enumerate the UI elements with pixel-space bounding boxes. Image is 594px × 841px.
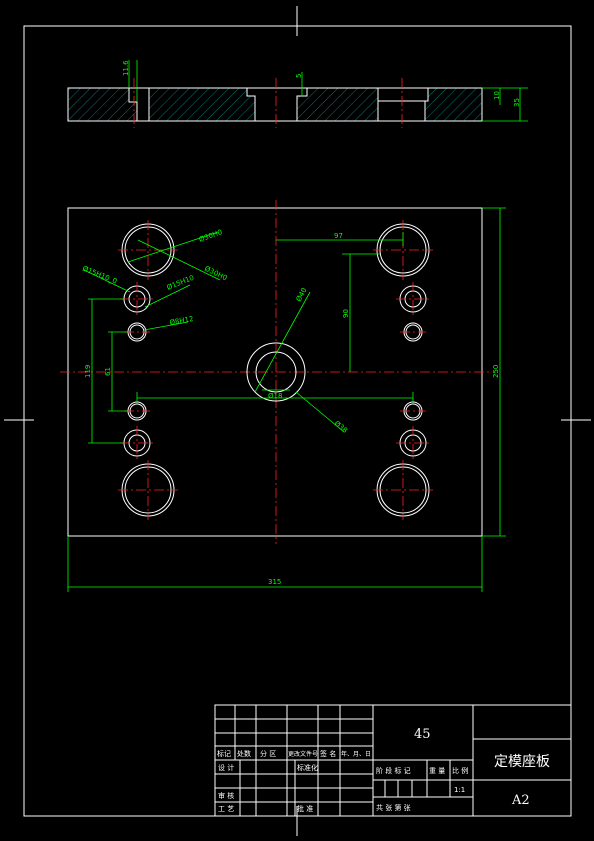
dim-d-small-left: Ø8H12 xyxy=(169,315,194,327)
dim-v-90: 90 xyxy=(342,309,350,318)
locating-hole-inner xyxy=(255,351,297,393)
dim-side-h1: 11.6 xyxy=(122,60,130,76)
dim-v-119: 119 xyxy=(84,365,92,378)
tb-r-process: 工 艺 xyxy=(218,805,234,813)
inner-frame xyxy=(23,25,572,817)
dim-d-upper-left: Ø30H0 xyxy=(198,228,223,244)
locating-hole-outer xyxy=(246,342,306,402)
tb-r-approve: 批 准 xyxy=(297,804,313,813)
dim-d-center-a: Ø40 xyxy=(295,286,309,302)
dim-d-upper-left-b: Ø30H0 xyxy=(203,265,228,283)
tb-r-check: 审 核 xyxy=(218,791,234,800)
tb-r-design: 设 计 xyxy=(218,763,234,772)
dim-d-center-b: Ø38 xyxy=(333,419,349,434)
tb-h-count: 处数 xyxy=(237,749,251,758)
section-view: 11.6 5 10 35 xyxy=(67,60,528,128)
tb-h-mark: 标记 xyxy=(217,749,231,758)
tb-r-std: 标准化 xyxy=(297,763,318,772)
plate-outline xyxy=(67,207,483,537)
dim-d-mid-left-b: Ø15H10 xyxy=(166,274,196,292)
center-marks xyxy=(4,6,591,836)
tb-c-ratio: 比 例 xyxy=(452,766,468,775)
dim-side-h4: 35 xyxy=(513,98,521,107)
tb-drawing-no: A2 xyxy=(511,793,530,808)
dim-side-h2: 5 xyxy=(295,74,303,78)
screw-holes xyxy=(123,285,427,457)
top-view: Ø30H0 Ø30H0 Ø15H10_0 Ø15H10 Ø8H12 Ø40 Ø3… xyxy=(60,200,506,592)
tb-scale: 1:1 xyxy=(454,786,465,794)
tb-part-name: 定模座板 xyxy=(494,754,550,770)
dim-v-250: 250 xyxy=(492,365,500,378)
dim-d-mid-left: Ø15H10_0 xyxy=(81,264,118,285)
dim-h-315: 315 xyxy=(268,578,281,586)
tb-c-stage: 阶 段 标 记 xyxy=(376,766,411,775)
title-block: 标记 处数 分 区 更改文件号 签 名 年、月、日 设 计 标准化 审 核 工 … xyxy=(214,704,572,817)
dim-d-center-c: Ø18 xyxy=(268,392,282,400)
tb-h-docno: 更改文件号 xyxy=(288,750,318,758)
dim-v-61: 61 xyxy=(104,367,112,376)
dim-h-97: 97 xyxy=(334,232,343,240)
dim-side-h3: 10 xyxy=(493,91,501,100)
tb-h-sign: 签 名 xyxy=(320,749,336,758)
pin-holes xyxy=(127,322,423,421)
tb-h-zone: 分 区 xyxy=(260,749,276,758)
tb-c-sheets: 共 张 第 张 xyxy=(376,803,411,812)
tb-h-date: 年、月、日 xyxy=(341,750,371,758)
tb-material: 45 xyxy=(414,727,431,742)
guide-holes xyxy=(121,223,430,517)
tb-c-weight: 重 量 xyxy=(429,767,445,775)
